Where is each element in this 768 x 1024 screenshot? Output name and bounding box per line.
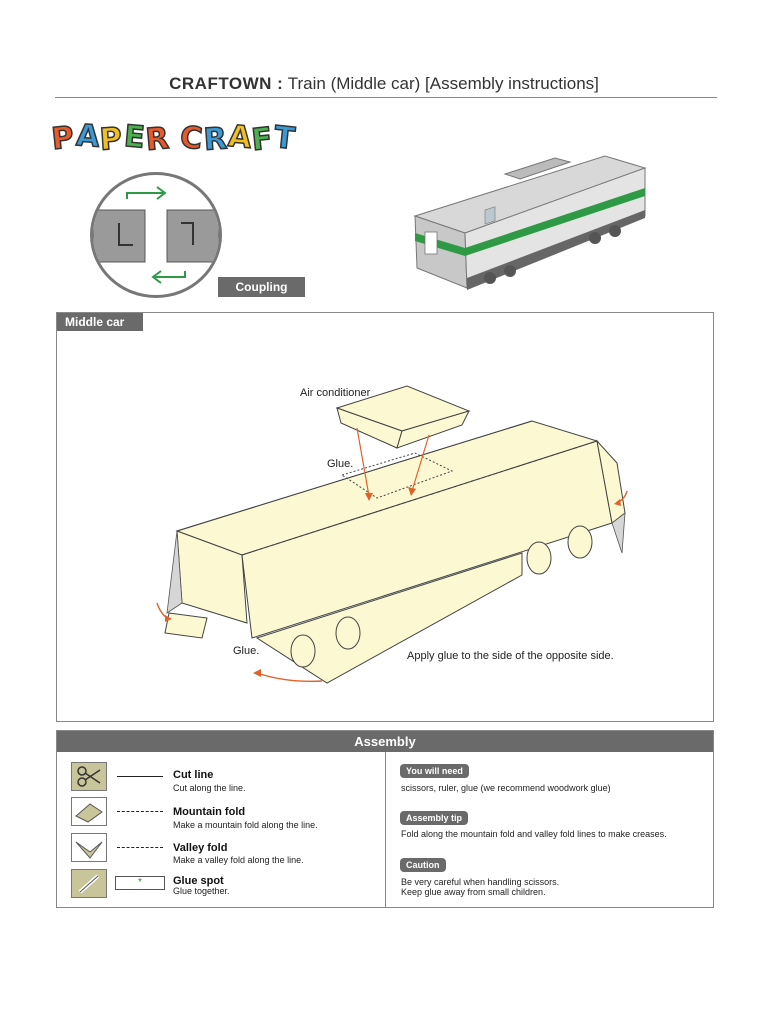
page-subtitle: Train (Middle car) [Assembly instruction…: [287, 74, 599, 93]
caution-badge: Caution: [400, 858, 446, 872]
apply-glue-note: Apply glue to the side of the opposite s…: [407, 650, 614, 662]
svg-text:R: R: [203, 121, 228, 158]
svg-text:A: A: [75, 118, 101, 155]
legend-title-valley: Valley fold: [173, 842, 228, 854]
svg-text:R: R: [144, 121, 170, 158]
mountain-fold-icon: [71, 797, 107, 826]
middle-car-diagram: [156, 385, 628, 684]
legend-desc-valley: Make a valley fold along the line.: [173, 855, 304, 865]
coupling-label: Coupling: [218, 277, 305, 297]
assembly-heading: Assembly: [57, 731, 713, 752]
legend-desc-glue: Glue together.: [173, 886, 230, 896]
legend-desc-mountain: Make a mountain fold along the line.: [173, 820, 318, 830]
legend-title-glue: Glue spot: [173, 875, 224, 887]
glue-label-bottom: Glue.: [233, 645, 260, 657]
brand-name: CRAFTOWN :: [169, 74, 284, 93]
glue-icon: [71, 869, 107, 898]
mountain-fold-sample: [117, 811, 163, 812]
svg-text:E: E: [123, 119, 146, 156]
assembly-tip-text: Fold along the mountain fold and valley …: [401, 829, 667, 839]
assembly-divider: [385, 752, 386, 907]
svg-text:T: T: [272, 120, 297, 157]
svg-text:P: P: [50, 120, 75, 157]
middle-car-panel: Middle car Air conditioner Glue. Glue. A…: [56, 312, 714, 722]
air-conditioner-label: Air conditioner: [300, 387, 371, 399]
svg-text:F: F: [250, 121, 274, 158]
assembly-tip-badge: Assembly tip: [400, 811, 469, 825]
valley-fold-sample: [117, 847, 163, 848]
assembly-section: Assembly Cut line Cut along the line. Mo…: [56, 730, 714, 908]
coupling-diagram: [90, 172, 222, 298]
valley-fold-icon: [71, 833, 107, 862]
glue-label-top: Glue.: [327, 458, 354, 470]
caution-text-1: Be very careful when handling scissors.: [401, 877, 560, 887]
train-illustration: [413, 155, 647, 290]
coupling-detail-icon: [93, 186, 219, 284]
scissors-icon: [71, 762, 107, 791]
legend-title-cut: Cut line: [173, 769, 214, 781]
legend-title-mountain: Mountain fold: [173, 806, 246, 818]
paper-craft-logo: P A P E R C R A F T: [50, 117, 298, 158]
you-will-need-badge: You will need: [400, 764, 469, 778]
svg-text:C: C: [178, 120, 204, 157]
cut-line-sample: [117, 776, 163, 777]
svg-text:P: P: [99, 121, 123, 157]
title-divider: [55, 97, 717, 98]
legend-desc-cut: Cut along the line.: [173, 783, 246, 793]
glue-spot-sample: *: [115, 876, 165, 890]
you-will-need-text: scissors, ruler, glue (we recommend wood…: [401, 783, 611, 793]
middle-car-tag: Middle car: [57, 313, 143, 331]
svg-text:A: A: [227, 119, 254, 156]
caution-text-2: Keep glue away from small children.: [401, 887, 546, 897]
page-title: CRAFTOWN : Train (Middle car) [Assembly …: [0, 74, 768, 94]
